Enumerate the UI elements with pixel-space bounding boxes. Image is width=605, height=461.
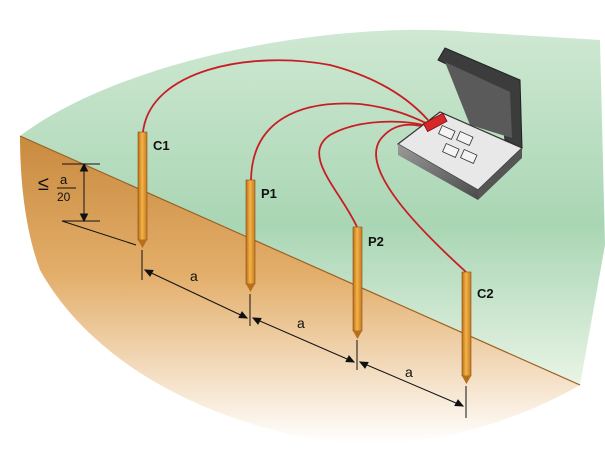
spacing-label-2: a	[297, 315, 305, 331]
spacing-line-2	[252, 317, 355, 363]
wire-c1	[142, 59, 429, 133]
depth-reference-line	[61, 220, 137, 246]
electrode-label-c1: C1	[153, 138, 170, 153]
electrode-c2: C2	[461, 271, 494, 384]
electrode-label-p1: P1	[261, 186, 277, 201]
meter-case-side	[478, 148, 522, 200]
meter-panel-1	[438, 124, 456, 140]
depth-note-denominator: 20	[57, 190, 71, 204]
wires	[142, 59, 467, 273]
ground-surface	[20, 29, 605, 385]
wire-p1	[250, 102, 429, 181]
wire-p2	[318, 120, 429, 228]
soil-layer	[20, 136, 580, 444]
depth-dimension	[62, 162, 100, 223]
meter-panel-2	[456, 130, 474, 146]
meter-case-front	[398, 144, 478, 200]
electrode-p1: P1	[245, 179, 277, 292]
ground-edge-line	[19, 135, 581, 386]
electrode-label-p2: P2	[368, 234, 384, 249]
meter-panel-4	[460, 148, 478, 164]
wire-c2	[375, 123, 467, 273]
spacing-label-1: a	[190, 268, 198, 284]
depth-note-numerator: a	[60, 172, 68, 187]
electrode-p2: P2	[352, 226, 384, 339]
electrode-label-c2: C2	[477, 286, 494, 301]
electrode-c1: C1	[137, 131, 170, 248]
resistivity-meter	[396, 47, 524, 200]
meter-lid-inner	[445, 62, 512, 138]
spacing-line-3	[359, 361, 464, 407]
spacing-dimensions	[141, 250, 467, 418]
depth-note-symbol: ≤	[38, 173, 49, 195]
meter-panel-3	[442, 142, 460, 158]
meter-display	[422, 112, 448, 133]
spacing-line-1	[144, 269, 248, 319]
spacing-label-3: a	[405, 364, 413, 380]
depth-note: ≤ a 20	[38, 172, 76, 204]
